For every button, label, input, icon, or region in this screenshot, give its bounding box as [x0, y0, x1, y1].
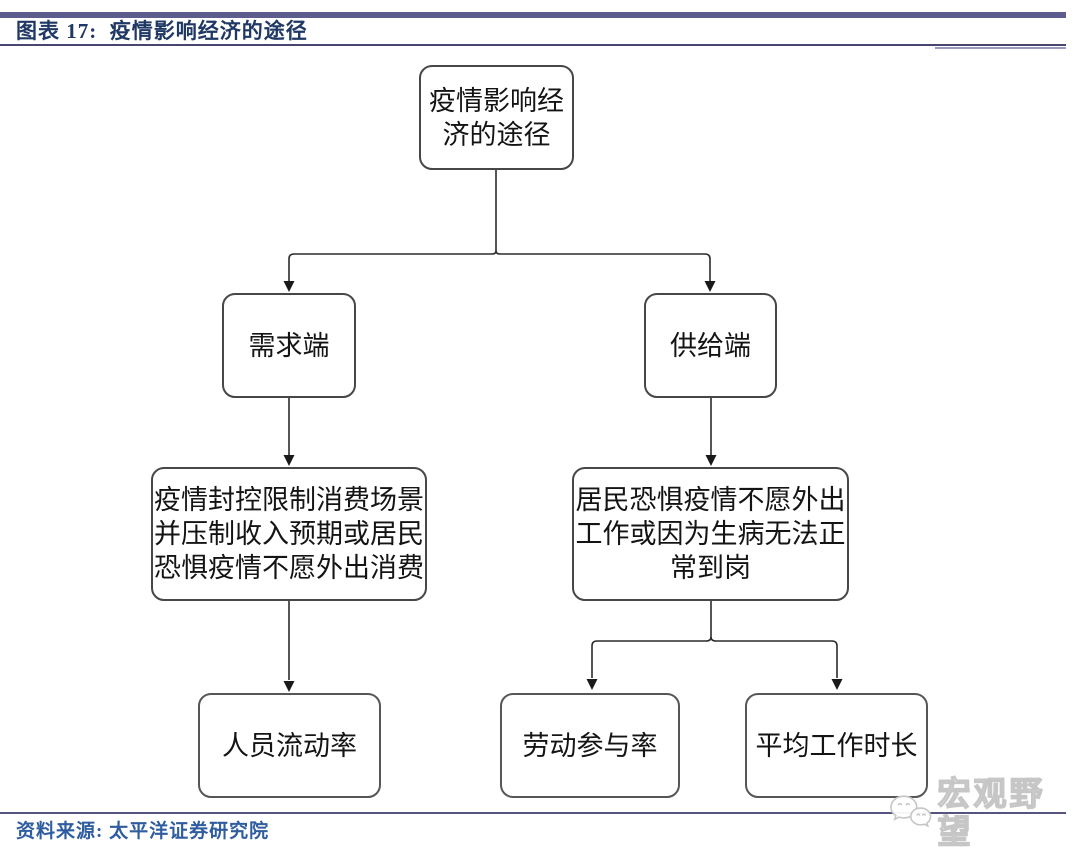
title-underline	[0, 44, 1066, 46]
watermark-text: 宏观野望	[937, 774, 1046, 850]
arrowhead-demand-detail	[283, 455, 295, 466]
watermark: 宏观野望	[888, 774, 1080, 851]
title-underline-right-segment	[935, 47, 1066, 49]
top-accent-bar	[0, 12, 1066, 18]
node-supply-mechanism: 居民恐惧疫情不愿外出 工作或因为生病无法正 常到岗	[572, 467, 849, 601]
node-personnel-mobility-rate: 人员流动率	[198, 693, 381, 798]
node-demand-side: 需求端	[222, 293, 356, 398]
node-demand-mechanism: 疫情封控限制消费场景 并压制收入预期或居民 恐惧疫情不愿外出消费	[151, 467, 427, 601]
arrowhead-hours	[831, 679, 843, 690]
node-average-working-hours: 平均工作时长	[745, 693, 928, 798]
arrowhead-supply	[704, 281, 716, 292]
connector-root-to-supply	[495, 250, 711, 281]
footer-rule	[0, 812, 1066, 814]
node-epidemic-economy-paths: 疫情影响经 济的途径	[419, 65, 574, 170]
arrowhead-mobility	[283, 681, 295, 692]
connector-to-participation	[591, 636, 712, 678]
connector-root-to-demand	[288, 250, 497, 281]
wechat-icon	[890, 795, 932, 828]
node-supply-side: 供给端	[644, 293, 777, 398]
arrowhead-demand	[283, 281, 295, 292]
source-note: 资料来源: 太平洋证券研究院	[16, 821, 270, 842]
figure-title: 图表 17: 疫情影响经济的途径	[16, 19, 308, 43]
node-labor-participation-rate: 劳动参与率	[500, 693, 680, 798]
connector-to-hours	[710, 636, 838, 678]
arrowhead-supply-detail	[705, 455, 717, 466]
arrowhead-participation	[586, 679, 598, 690]
